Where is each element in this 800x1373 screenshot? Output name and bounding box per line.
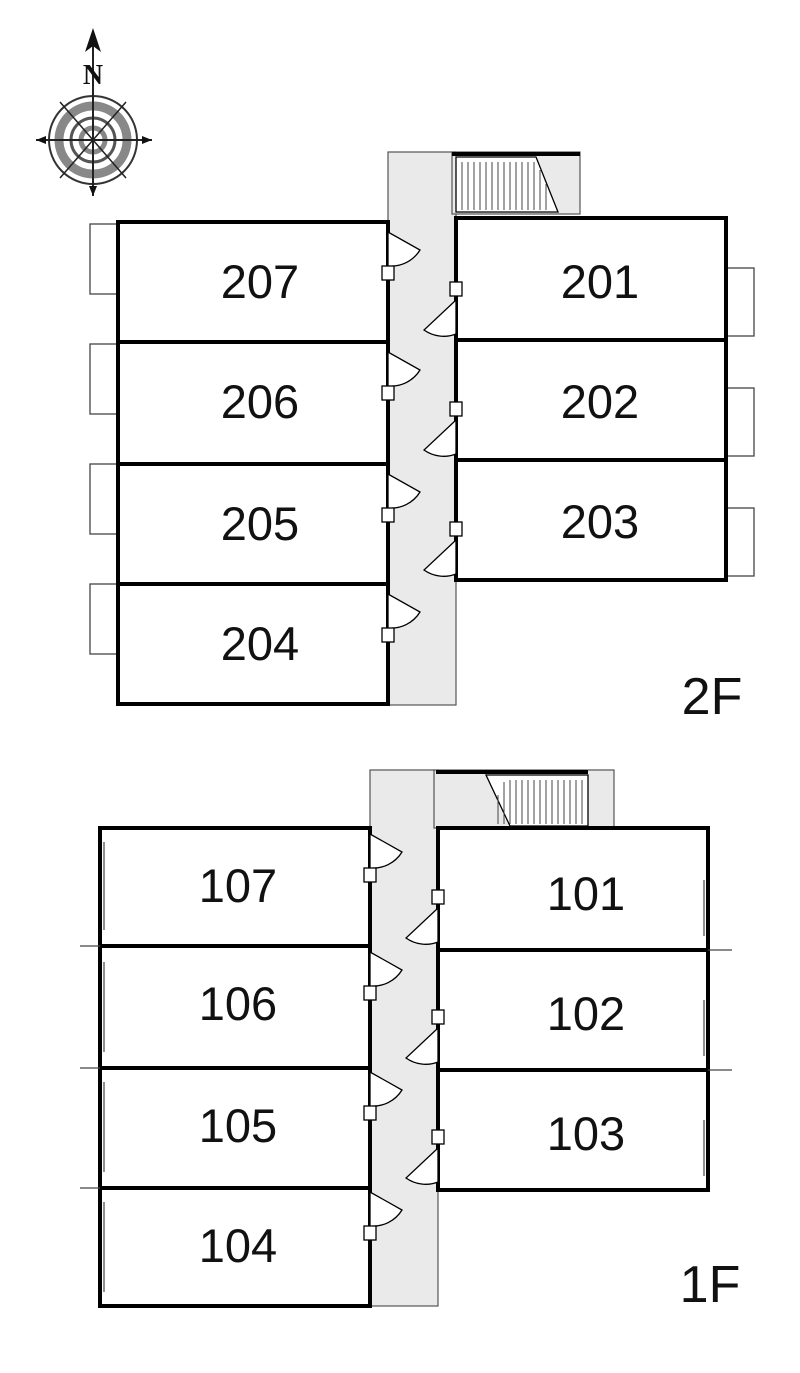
compass-north-label: N [83, 60, 103, 91]
room-106 [98, 944, 372, 1070]
door-101 [404, 889, 445, 945]
balcony-201 [723, 267, 755, 337]
door-203 [422, 521, 463, 577]
balcony-205 [89, 463, 121, 535]
room-label: 204 [221, 617, 299, 670]
balcony-203 [723, 507, 755, 577]
door-103 [404, 1129, 445, 1185]
room-104 [98, 1186, 372, 1308]
stairs-1f [436, 770, 589, 827]
balcony-204 [89, 583, 121, 655]
room-107 [98, 826, 372, 948]
balcony-206 [89, 343, 121, 415]
room-label: 206 [221, 375, 299, 428]
door-102 [404, 1009, 445, 1065]
balcony-207 [89, 223, 121, 295]
room-203 [454, 458, 728, 582]
room-label: 105 [199, 1099, 277, 1152]
door-104 [363, 1190, 403, 1241]
room-105 [98, 1066, 372, 1190]
floor-2f: 207 206 205 204 201 202 203 2F [89, 151, 755, 726]
room-label: 205 [221, 497, 299, 550]
floor-label-2f: 2F [682, 668, 743, 726]
floor-1f: 107 106 105 104 101 102 103 1F [80, 769, 741, 1314]
door-107 [363, 832, 403, 883]
room-label: 103 [547, 1107, 625, 1160]
stairs-2f [452, 152, 580, 213]
room-103 [436, 1068, 710, 1192]
balcony-202 [723, 387, 755, 457]
room-204 [116, 582, 390, 706]
room-202 [454, 338, 728, 462]
compass-icon: N [36, 28, 152, 196]
room-label: 107 [199, 859, 277, 912]
door-206 [381, 350, 421, 401]
floor-label-1f: 1F [680, 1256, 741, 1314]
window-marks-1f [80, 842, 732, 1292]
door-201 [422, 281, 463, 337]
room-207 [116, 220, 390, 344]
door-202 [422, 401, 463, 457]
room-label: 201 [561, 255, 639, 308]
door-205 [381, 472, 421, 523]
room-label: 104 [199, 1219, 277, 1272]
door-106 [363, 950, 403, 1001]
door-204 [381, 592, 421, 643]
room-label: 207 [221, 255, 299, 308]
door-207 [381, 230, 421, 281]
room-label: 202 [561, 375, 639, 428]
room-label: 101 [547, 867, 625, 920]
door-105 [363, 1070, 403, 1121]
room-101 [436, 826, 710, 952]
room-label: 102 [547, 987, 625, 1040]
room-label: 203 [561, 495, 639, 548]
room-201 [454, 216, 728, 342]
room-label: 106 [199, 977, 277, 1030]
room-206 [116, 340, 390, 466]
